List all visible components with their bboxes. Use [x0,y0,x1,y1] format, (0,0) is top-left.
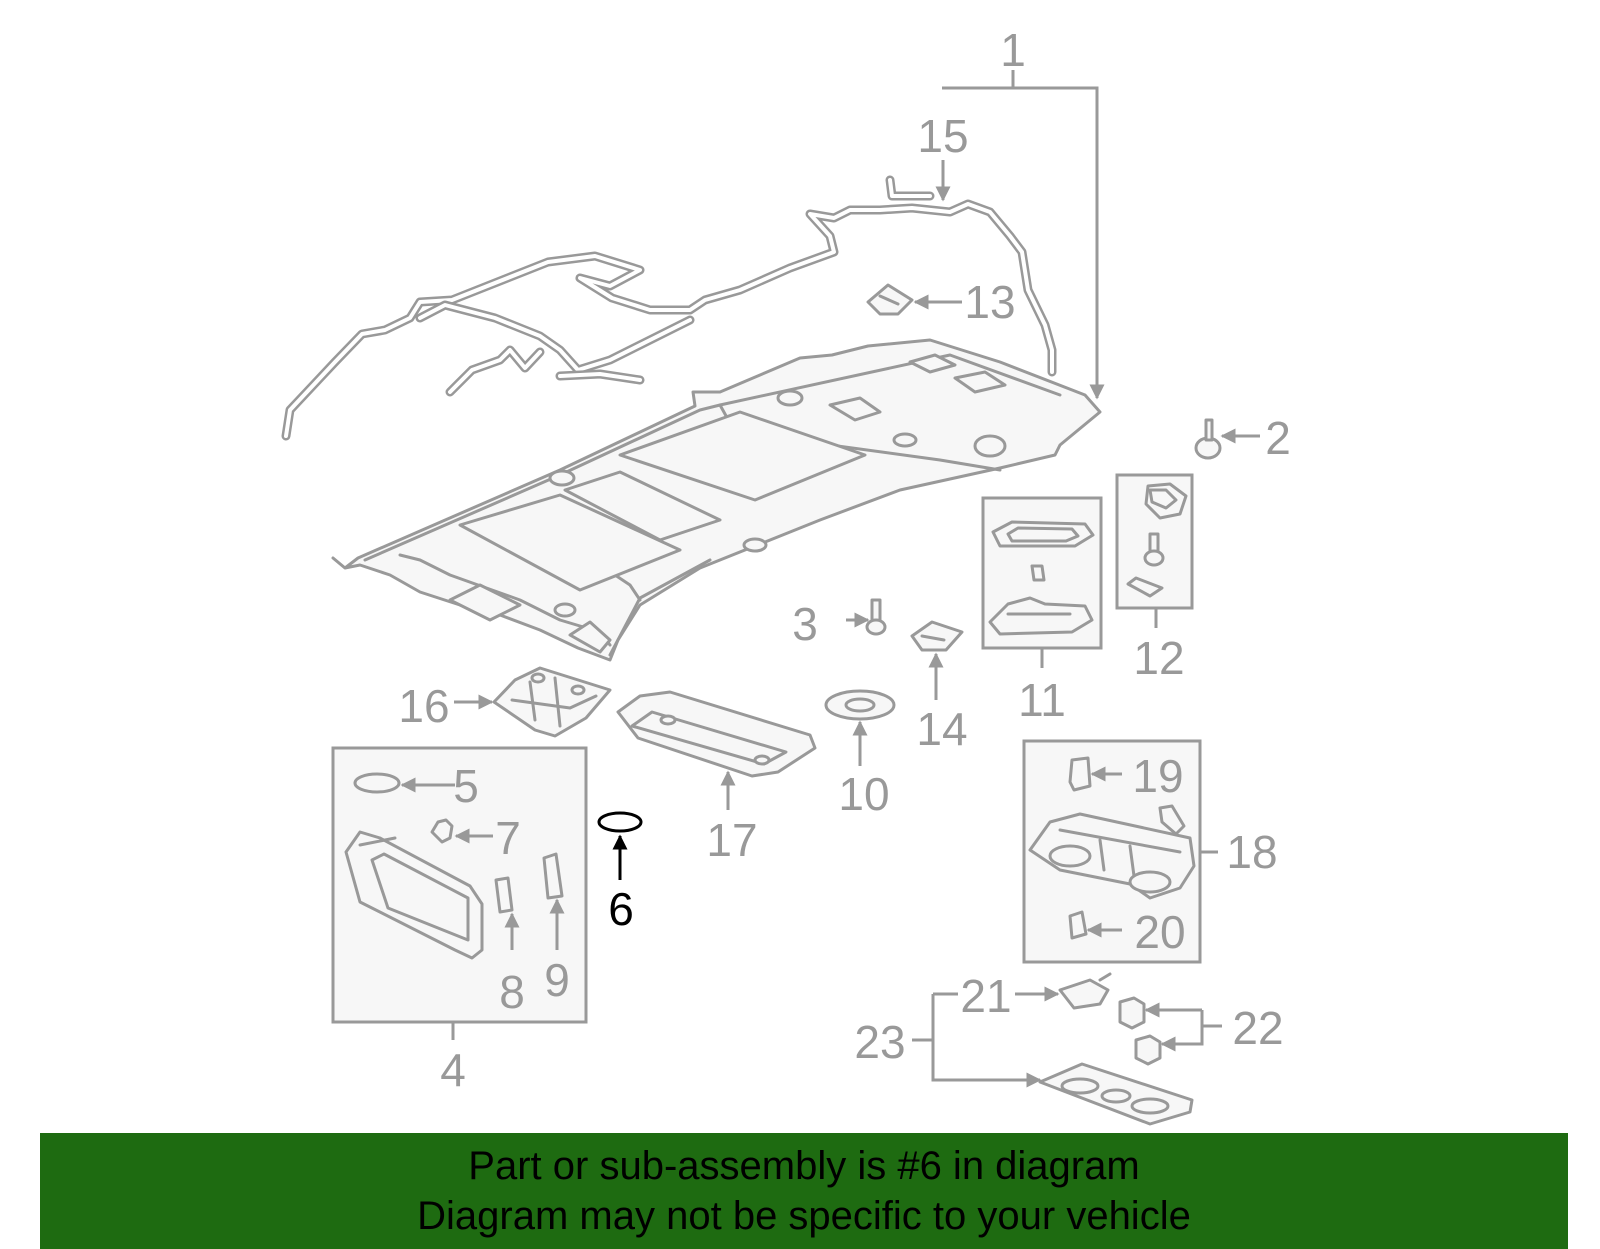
ring-part-6[interactable] [597,811,643,833]
callout-3: 3 [792,598,818,650]
hook-part-12[interactable] [1126,482,1188,598]
lamp-assembly-part-23[interactable] [1038,1062,1194,1126]
callout-22: 22 [1232,1002,1283,1054]
callout-9: 9 [544,954,570,1006]
leader-lines [400,70,1260,1088]
callout-10: 10 [838,768,889,820]
callout-19: 19 [1132,750,1183,802]
screw-part-3[interactable] [865,598,887,636]
callout-21: 21 [960,970,1011,1022]
sunshade-part-4[interactable] [344,772,564,960]
callout-18: 18 [1226,826,1277,878]
clip-part-13[interactable] [866,283,914,316]
callout-23: 23 [854,1016,905,1068]
headliner-part-1[interactable] [331,338,1102,662]
dome-lamp-part-11[interactable] [988,520,1095,636]
callout-labels: 1 15 13 2 3 14 10 16 17 11 12 5 7 8 9 4 … [398,24,1290,1096]
wiring-harness-part-15[interactable] [281,175,1057,441]
bulb-part-22[interactable] [1118,996,1162,1066]
callout-7: 7 [495,812,521,864]
part-info-banner: Part or sub-assembly is #6 in diagram Di… [40,1133,1568,1249]
callout-16: 16 [398,680,449,732]
callout-13: 13 [964,276,1015,328]
bracket-part-16[interactable] [492,666,612,738]
banner-line-2: Diagram may not be specific to your vehi… [417,1194,1191,1238]
push-pin-part-2[interactable] [1194,418,1222,460]
console-part-17[interactable] [616,690,817,778]
grommet-part-10[interactable] [824,689,896,721]
callout-8: 8 [499,966,525,1018]
callout-6: 6 [608,883,634,935]
callout-15: 15 [917,110,968,162]
callout-5: 5 [453,760,479,812]
callout-1: 1 [1000,24,1026,76]
bracket-part-14[interactable] [910,620,964,652]
callout-20: 20 [1134,906,1185,958]
lens-part-21[interactable] [1058,972,1112,1010]
callout-4: 4 [440,1044,466,1096]
callout-14: 14 [916,703,967,755]
overhead-console-part-18[interactable] [1028,756,1196,940]
callout-2: 2 [1265,412,1291,464]
banner-line-1: Part or sub-assembly is #6 in diagram [468,1144,1140,1188]
callout-17: 17 [706,814,757,866]
callout-12: 12 [1133,632,1184,684]
callout-11: 11 [1018,674,1066,726]
